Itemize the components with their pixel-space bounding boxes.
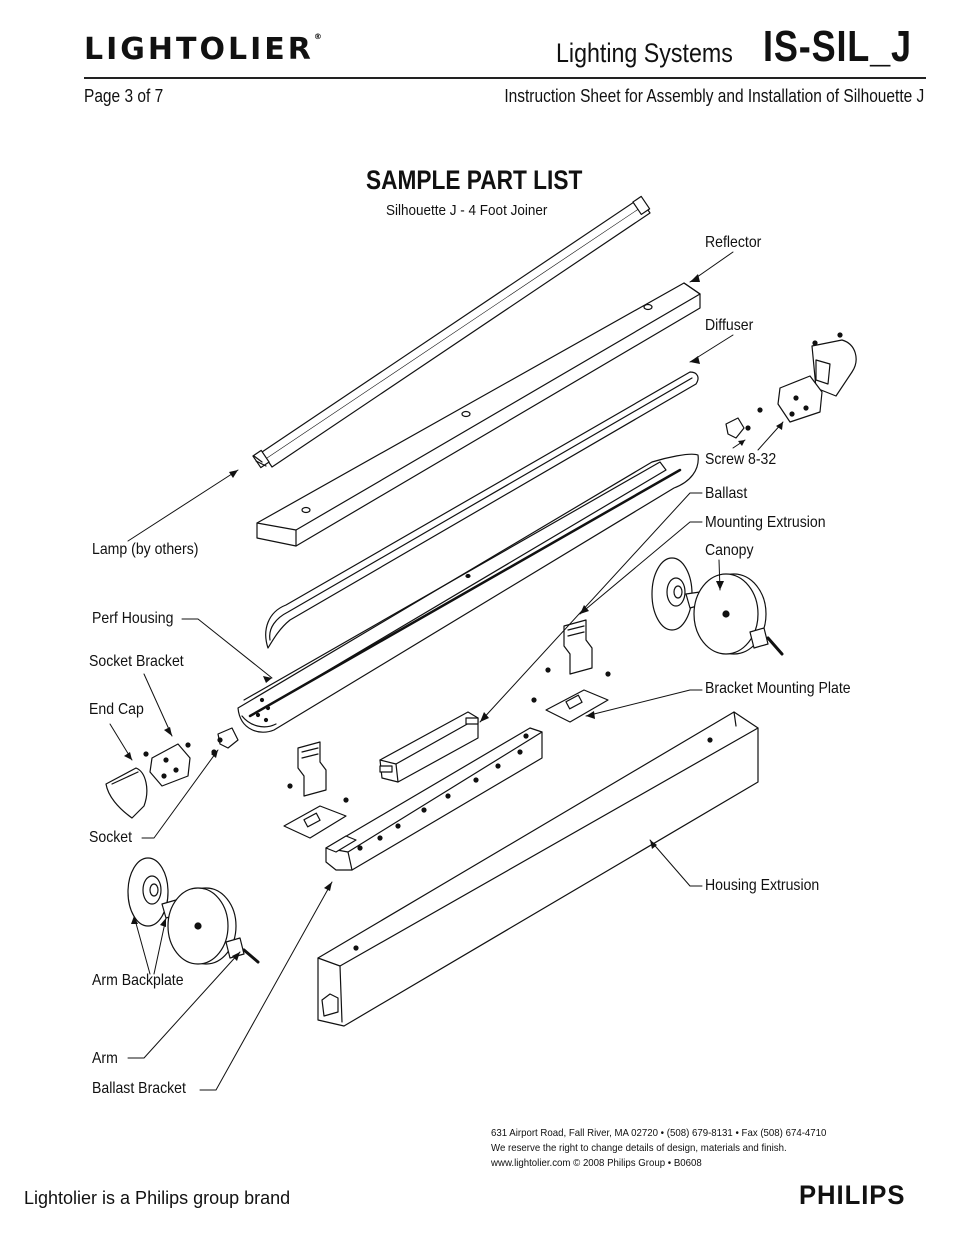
registered-mark: ® (313, 32, 322, 41)
label-diffuser: Diffuser (705, 317, 754, 334)
label-lamp: Lamp (by others) (92, 541, 199, 558)
left-end-cap-drawing (105, 727, 239, 819)
lightolier-logo: LIGHTOLIER® (84, 32, 322, 67)
lamp-drawing (252, 195, 651, 469)
label-bracket-mounting-plate: Bracket Mounting Plate (705, 680, 851, 697)
footer-contact-block: 631 Airport Road, Fall River, MA 02720 •… (491, 1126, 826, 1171)
page-number: Page 3 of 7 (84, 86, 164, 106)
left-mounting-extrusion-drawing (283, 741, 349, 839)
diffuser-drawing (265, 371, 699, 649)
ballast-drawing (379, 711, 479, 783)
label-socket: Socket (89, 829, 133, 846)
footer-disclaimer: We reserve the right to change details o… (491, 1142, 787, 1154)
label-socket-bracket: Socket Bracket (89, 653, 184, 670)
header-rule (84, 77, 926, 79)
document-subtitle: Instruction Sheet for Assembly and Insta… (504, 86, 924, 106)
series-name: Lighting Systems (556, 38, 733, 68)
left-canopy-drawing (127, 857, 260, 965)
label-screw: Screw 8-32 (705, 451, 777, 468)
ballast-bracket-drawing (325, 727, 543, 871)
perf-housing-drawing (237, 453, 699, 733)
leader-arrowheads (124, 274, 783, 961)
part-list-subtitle: Silhouette J - 4 Foot Joiner (386, 202, 548, 219)
philips-logo: PHILIPS (799, 1180, 906, 1210)
document-code: IS-SIL_J (763, 22, 912, 71)
label-arm: Arm (92, 1050, 118, 1067)
label-arm-backplate: Arm Backplate (92, 972, 184, 989)
right-end-cap-drawing (725, 332, 857, 439)
label-reflector: Reflector (705, 234, 762, 251)
label-housing-extrusion: Housing Extrusion (705, 877, 820, 894)
housing-extrusion-drawing (317, 711, 759, 1027)
label-mounting-extrusion: Mounting Extrusion (705, 514, 826, 531)
reflector-drawing (256, 282, 701, 547)
footer-address: 631 Airport Road, Fall River, MA 02720 •… (491, 1127, 827, 1139)
part-list-title: SAMPLE PART LIST (366, 165, 583, 195)
label-ballast-bracket: Ballast Bracket (92, 1080, 186, 1097)
right-canopy-drawing (651, 557, 784, 656)
logo-text: LIGHTOLIER (84, 32, 314, 67)
label-ballast: Ballast (705, 485, 748, 502)
label-perf-housing: Perf Housing (92, 610, 174, 627)
label-canopy: Canopy (705, 542, 754, 559)
label-end-cap: End Cap (89, 701, 144, 718)
brand-line: Lightolier is a Philips group brand (24, 1188, 291, 1208)
footer-web: www.lightolier.com © 2008 Philips Group … (491, 1157, 702, 1169)
right-mounting-extrusion-drawing (531, 619, 611, 723)
